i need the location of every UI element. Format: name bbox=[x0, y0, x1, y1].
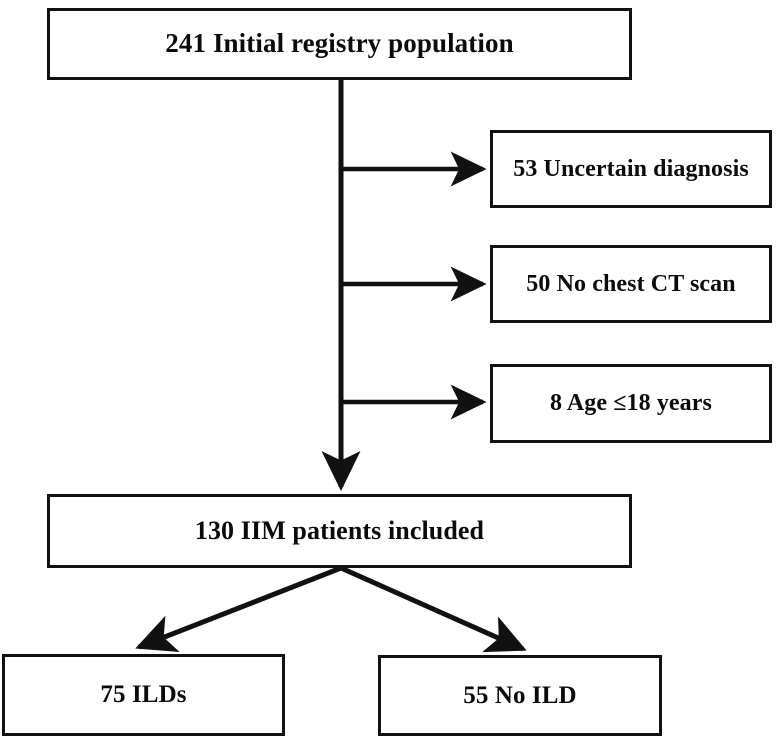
node-initial-registry-population: 241 Initial registry population bbox=[47, 8, 632, 80]
node-iim-patients-included: 130 IIM patients included bbox=[47, 494, 632, 568]
node-uncertain-diagnosis: 53 Uncertain diagnosis bbox=[490, 130, 772, 208]
node-ilds: 75 ILDs bbox=[2, 654, 285, 736]
node-no-chest-ct-scan: 50 No chest CT scan bbox=[490, 245, 772, 323]
node-age-under-18: 8 Age ≤18 years bbox=[490, 364, 772, 443]
edge-included-to-no-ild bbox=[339, 565, 527, 653]
node-no-ild: 55 No ILD bbox=[378, 655, 662, 736]
edge-included-to-ild bbox=[135, 565, 342, 653]
